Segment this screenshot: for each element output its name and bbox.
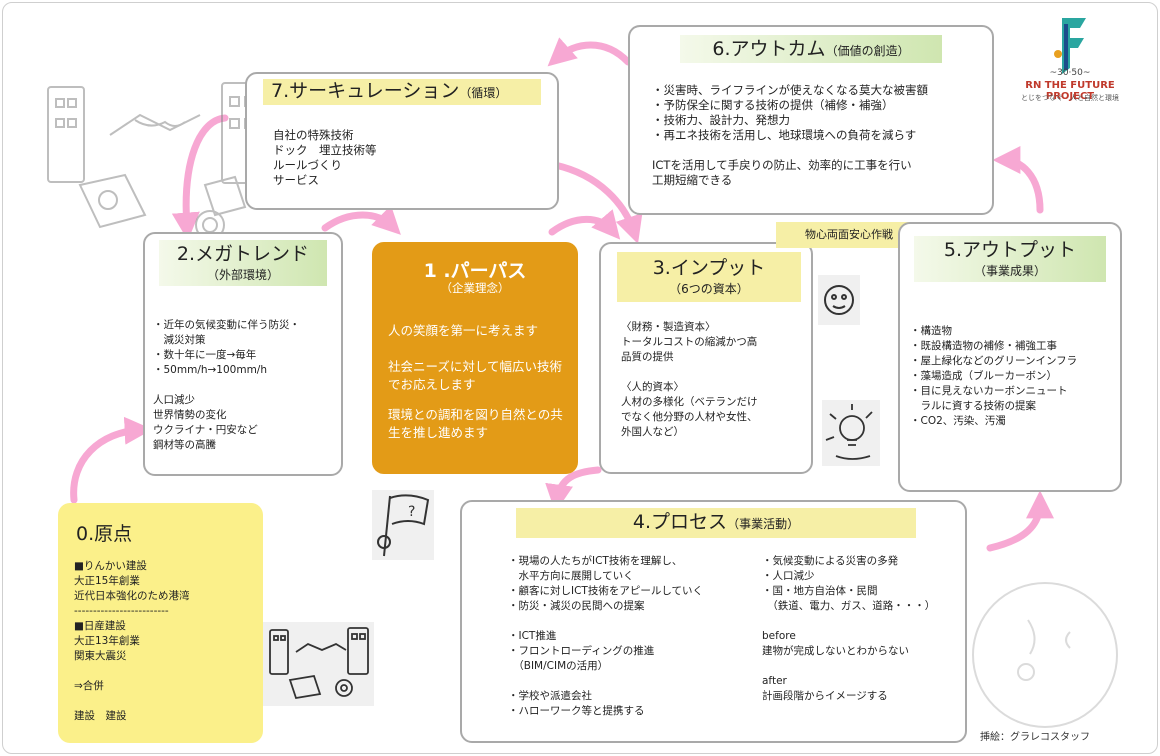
svg-text:?: ? xyxy=(408,504,415,520)
output-body: ・構造物 ・既設構造物の補修・補強工事 ・屋上緑化などのグリーンインフラ ・藻場… xyxy=(910,325,1078,427)
face-large-faded-sketch xyxy=(972,582,1118,728)
arrow-megatrend-to-purpose xyxy=(321,205,401,235)
circulation-body: 自社の特殊技術 ドック 埋立技術等 ルールづくり サービス xyxy=(273,128,377,187)
arrow-outcome-to-circulation xyxy=(547,37,632,67)
purpose-line-2: 社会ニーズに対して幅広い技術でお応えします xyxy=(388,359,563,392)
arrow-circulation-to-input xyxy=(551,161,643,244)
circulation-title: 7.サーキュレーション xyxy=(271,80,460,102)
purpose-box: 1 .パーパス （企業理念） 人の笑顔を第一に考えます 社会ニーズに対して幅広い… xyxy=(372,242,578,474)
megatrend-header: 2.メガトレンド （外部環境） xyxy=(159,240,327,286)
purpose-line-3: 環境との調和を図り自然との共生を推し進めます xyxy=(388,407,563,440)
input-header: 3.インプット （6つの資本） xyxy=(617,252,801,302)
arrow-input-to-process xyxy=(545,466,602,513)
output-box: 5.アウトプット （事業成果） ・構造物 ・既設構造物の補修・補強工事 ・屋上緑… xyxy=(898,222,1122,492)
input-subtitle: （6つの資本） xyxy=(669,282,749,296)
face-sketch xyxy=(818,275,860,325)
arrow-output-to-outcome xyxy=(992,146,1044,214)
idea-bulb-sketch xyxy=(822,400,880,466)
process-header: 4.プロセス（事業活動） xyxy=(516,508,916,538)
output-title: 5.アウトプット xyxy=(943,239,1077,261)
purpose-subtitle: （企業理念） xyxy=(440,281,510,295)
circulation-subtitle: （循環） xyxy=(459,86,508,100)
outcome-header: 6.アウトカム（価値の創造） xyxy=(680,35,942,63)
purpose-line-1: 人の笑顔を第一に考えます xyxy=(388,323,539,338)
rn-future-project-logo: ~30·50~ RN THE FUTURE PROJECT とじをつなぐ 人と自… xyxy=(1000,14,1140,104)
outcome-title: 6.アウトカム xyxy=(712,38,826,60)
logo-name: RN THE FUTURE PROJECT xyxy=(1025,80,1115,102)
outcome-body: ・災害時、ライフラインが使えなくなる莫大な被害額 ・予防保全に関する技術の提供（… xyxy=(652,83,928,187)
origin-body: ■りんかい建設 大正15年創業 近代日本強化のため港湾 ------------… xyxy=(74,560,190,722)
megatrend-title: 2.メガトレンド xyxy=(176,243,310,265)
circulation-box: 7.サーキュレーション（循環） 自社の特殊技術 ドック 埋立技術等 ルールづくり… xyxy=(245,72,559,210)
illustration-credit: 挿絵：グラレコスタッフ xyxy=(980,732,1090,743)
megatrend-subtitle: （外部環境） xyxy=(206,268,279,282)
arrow-purpose-to-input xyxy=(548,209,621,240)
process-subtitle: （事業活動） xyxy=(727,517,800,531)
process-right-body: ・気候変動による災害の多発 ・人口減少 ・国・地方自治体・民間 （鉄道、電力、ガ… xyxy=(762,555,936,702)
process-box: 4.プロセス（事業活動） ・現場の人たちがICT技術を理解し、 水平方向に展開し… xyxy=(460,500,967,743)
origin-title: 0.原点 xyxy=(76,523,133,545)
output-subtitle: （事業成果） xyxy=(973,264,1046,278)
origin-box: 0.原点 ■りんかい建設 大正15年創業 近代日本強化のため港湾 -------… xyxy=(58,503,263,743)
arrow-process-to-output xyxy=(986,490,1054,552)
logo-mark-icon xyxy=(1054,18,1086,74)
logo-number: ~30·50~ xyxy=(1049,68,1091,78)
input-box: 3.インプット （6つの資本） 〈財務・製造資本〉 トータルコストの縮減かつ高 … xyxy=(599,242,813,474)
logo-tagline: とじをつなぐ 人と自然と環境 xyxy=(1021,94,1119,102)
building-handshake-small-sketch xyxy=(262,622,374,706)
tag-label: 物心両面安心作戦 xyxy=(776,222,922,248)
megatrend-box: 2.メガトレンド （外部環境） ・近年の気候変動に伴う防災・ 減災対策 ・数十年… xyxy=(143,232,343,476)
arrow-circulation-to-megatrend xyxy=(171,114,229,241)
process-left-body: ・現場の人たちがICT技術を理解し、 水平方向に展開していく ・顧客に対しICT… xyxy=(508,555,704,717)
process-title: 4.プロセス xyxy=(632,511,728,533)
arrow-origin-to-megatrend xyxy=(70,416,153,504)
circulation-header: 7.サーキュレーション（循環） xyxy=(263,79,541,105)
question-flag-sketch: ? xyxy=(372,490,434,560)
purpose-title: 1 .パーパス xyxy=(423,260,527,282)
megatrend-body: ・近年の気候変動に伴う防災・ 減災対策 ・数十年に一度→毎年 ・50mm/h→1… xyxy=(153,319,300,451)
outcome-box: 6.アウトカム（価値の創造） ・災害時、ライフラインが使えなくなる莫大な被害額 … xyxy=(628,25,994,215)
input-title: 3.インプット xyxy=(652,257,766,279)
building-handshake-sketch xyxy=(47,82,263,240)
input-body: 〈財務・製造資本〉 トータルコストの縮減かつ高 品質の提供 〈人的資本〉 人材の… xyxy=(621,321,758,438)
outcome-subtitle: （価値の創造） xyxy=(825,44,910,58)
output-header: 5.アウトプット （事業成果） xyxy=(914,236,1106,282)
